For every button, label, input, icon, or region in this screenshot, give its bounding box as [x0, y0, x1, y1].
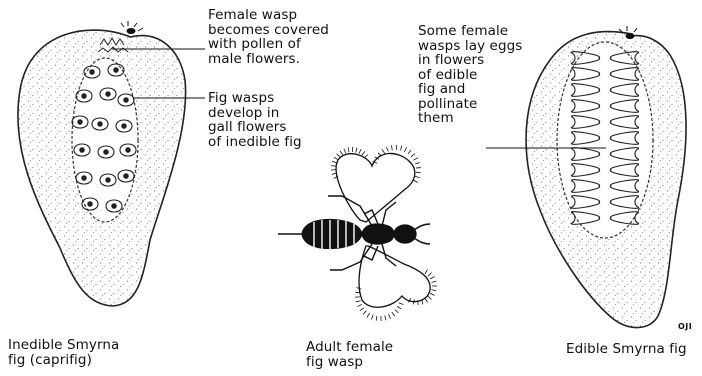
thorax [362, 224, 394, 244]
abdomen [302, 220, 362, 249]
wasp-at-ostiole [121, 21, 143, 34]
pollen-line-4: male flowers. [208, 52, 329, 67]
gall-line-1: Fig wasps [208, 91, 302, 106]
inedible-caption-line-2: fig (caprifig) [8, 353, 119, 368]
edible-fig-cavity [557, 42, 653, 238]
upper-wing [336, 153, 415, 222]
edible-line-5: fig and [418, 82, 522, 97]
pollen-annotation: Female wasp becomes covered with pollen … [208, 8, 329, 66]
edible-caption-line-1: Edible Smyrna fig [566, 342, 687, 357]
artist-signature: OJI [678, 322, 692, 331]
lower-wing [359, 246, 430, 307]
gall-annotation: Fig wasps develop in gall flowers of ine… [208, 91, 302, 149]
gall-line-4: of inedible fig [208, 135, 302, 150]
edible-line-7: them [418, 111, 522, 126]
head [394, 225, 416, 243]
edible-line-6: pollinate [418, 97, 522, 112]
inedible-fig-drawing [18, 21, 205, 306]
inedible-caption-line-1: Inedible Smyrna [8, 338, 119, 353]
pollen-line-3: with pollen of [208, 37, 329, 52]
edible-line-3: in flowers [418, 53, 522, 68]
caprifig-cavity [72, 58, 138, 222]
wasp-caption: Adult female fig wasp [306, 340, 393, 369]
edible-fig-caption: Edible Smyrna fig [566, 342, 687, 357]
adult-wasp-drawing [278, 145, 437, 321]
edible-line-2: wasps lay eggs [418, 39, 522, 54]
edible-line-1: Some female [418, 24, 522, 39]
pollen-line-1: Female wasp [208, 8, 329, 23]
wasp-caption-line-2: fig wasp [306, 355, 393, 370]
wasp-caption-line-1: Adult female [306, 340, 393, 355]
edible-annotation: Some female wasps lay eggs in flowers of… [418, 24, 522, 126]
edible-line-4: of edible [418, 68, 522, 83]
gall-line-3: gall flowers [208, 120, 302, 135]
pollen-line-2: becomes covered [208, 23, 329, 38]
gall-line-2: develop in [208, 106, 302, 121]
inedible-fig-caption: Inedible Smyrna fig (caprifig) [8, 338, 119, 367]
